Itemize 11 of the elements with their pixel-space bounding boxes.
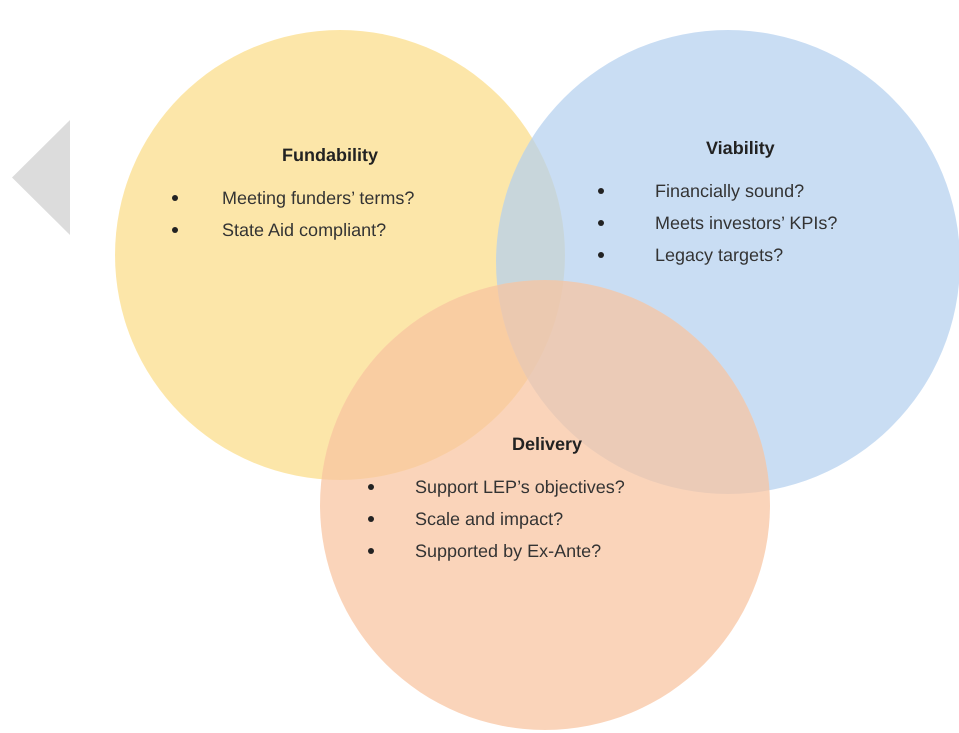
bullet-text: Financially sound?	[655, 181, 804, 202]
circle-heading: Fundability	[282, 145, 378, 166]
circle-heading: Delivery	[512, 434, 582, 455]
bullet-text: Support LEP’s objectives?	[415, 477, 625, 498]
bullet-text: State Aid compliant?	[222, 220, 386, 241]
bullet-text: Scale and impact?	[415, 509, 564, 530]
circle-heading: Viability	[706, 138, 775, 159]
bullet-text: Supported by Ex-Ante?	[415, 541, 602, 562]
bullet-text: Meets investors’ KPIs?	[655, 213, 838, 234]
bullet-text: Meeting funders’ terms?	[222, 188, 414, 209]
bullet-text: Legacy targets?	[655, 245, 784, 266]
